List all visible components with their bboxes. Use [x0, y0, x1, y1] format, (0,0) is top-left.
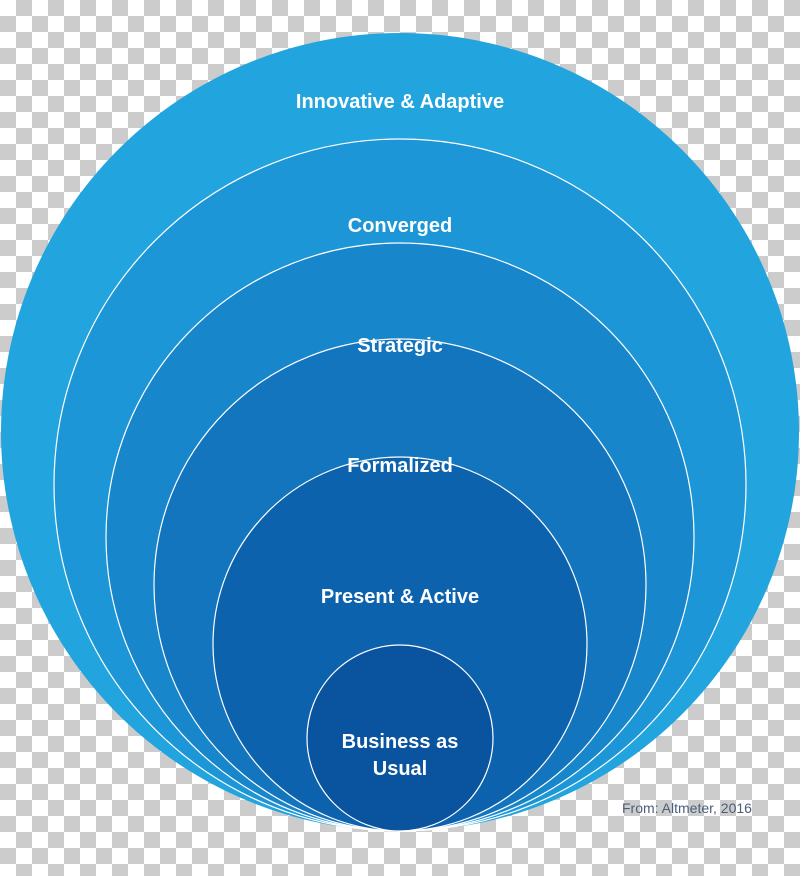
maturity-rings [1, 33, 799, 832]
ring-business-as-usual [306, 644, 494, 832]
maturity-labels: Innovative & Adaptive Converged Strategi… [296, 91, 504, 780]
label-business-as-usual-line2: Usual [373, 758, 427, 780]
source-note: From: Altmeter, 2016 [622, 800, 752, 816]
label-present-active: Present & Active [321, 586, 479, 608]
label-converged: Converged [348, 215, 452, 237]
label-business-as-usual-line1: Business as [342, 731, 459, 753]
label-formalized: Formalized [347, 455, 453, 477]
label-strategic: Strategic [357, 335, 443, 357]
label-innovative-adaptive: Innovative & Adaptive [296, 91, 504, 113]
